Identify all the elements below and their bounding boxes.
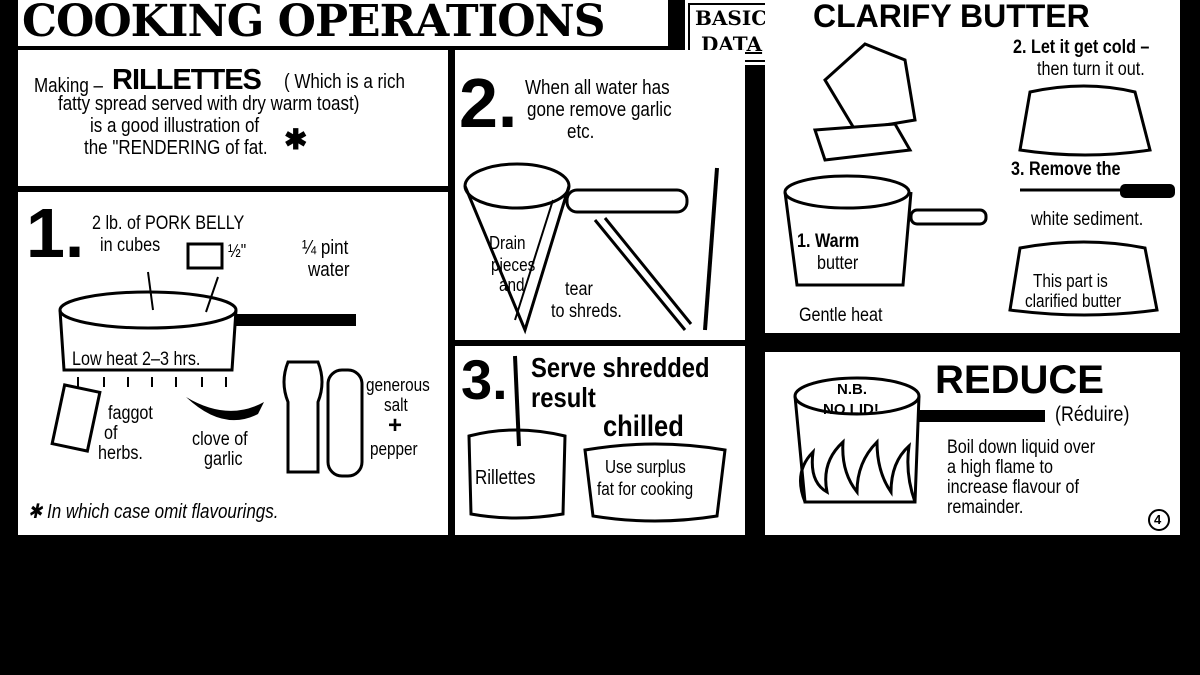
clarify-step2-b: then turn it out. [1037,59,1145,80]
clarified-label-1: This part is [1033,271,1108,291]
nb-label: N.B. [837,381,867,398]
badge-line1: BASIC [695,6,768,30]
garlic-label-2: garlic [204,449,243,470]
surplus-label-1: Use surplus [605,457,686,477]
step3-number: 3. [461,348,508,411]
step2-line2: gone remove garlic [527,99,672,121]
step1-panel: 1. 2 lb. of PORK BELLY in cubes ½" ¼ pin… [18,192,448,535]
salt-label-3: pepper [370,439,418,459]
intro-line4: the "RENDERING of fat. [84,137,268,159]
clarified-label-2: clarified butter [1025,291,1122,311]
step3-line1: Serve shredded [531,352,710,383]
reduce-panel: N.B. NO LID! REDUCE (Réduire) Boil down … [765,352,1180,535]
heat-label: Low heat 2–3 hrs. [72,349,201,370]
drain-label-1: Drain [489,233,526,253]
cubes-label: in cubes [100,235,161,256]
page-number: 4 [1154,512,1162,527]
intro-line1: ( Which is a rich [284,71,405,93]
reduce-french: (Réduire) [1055,403,1130,426]
no-lid-label: NO LID! [823,401,879,418]
clarify-title: CLARIFY BUTTER [813,0,1090,34]
intro-making: Making – [34,75,103,97]
pan-on-flame-illustration [793,376,1170,531]
page-title: COOKING OPERATIONS [22,0,606,47]
butter-illustration [783,42,1175,317]
step1-number: 1. [26,194,85,272]
badge-line2: DATA [701,32,763,56]
tear-label-2: to shreds. [551,301,622,322]
sieve-illustration [463,162,719,335]
step2-number: 2. [459,64,518,142]
faggot-label-2: of [104,423,118,444]
plus-label: + [388,412,403,439]
drain-label-3: and [499,275,525,295]
step2-line3: etc. [567,121,595,143]
garlic-label-1: clove of [192,429,248,450]
intro-panel: Making – RILLETTES ( Which is a rich fat… [18,50,448,186]
drain-label-2: pieces [491,255,536,275]
tear-label-1: tear [565,279,593,300]
asterisk-icon: ✱ [284,124,308,155]
reduce-line1: Boil down liquid over [947,437,1096,458]
salt-label-1: generous [366,375,430,395]
saucepan-illustration [50,242,364,478]
intro-rillettes: RILLETTES [112,64,262,96]
surplus-label-2: fat for cooking [597,479,694,499]
intro-line3: is a good illustration of [90,115,260,137]
pork-label: 2 lb. of PORK BELLY [92,213,245,234]
water-label: water [308,259,350,281]
step3-line3: chilled [603,410,684,443]
cube-size: ½" [228,241,247,261]
step3-panel: 3. Serve shredded result chilled Rillett… [455,346,745,535]
clarify-step1-b: butter [817,253,859,274]
title-strip [18,0,668,46]
water-amount: ¼ pint [302,237,349,259]
salt-label-2: salt [384,395,408,415]
intro-line2: fatty spread served with dry warm toast) [58,93,360,115]
reduce-line4: remainder. [947,497,1024,518]
step3-line2: result [531,382,596,413]
gentle-heat-label: Gentle heat [799,305,883,326]
clarify-step2-a: 2. Let it get cold – [1013,37,1150,58]
reduce-title: REDUCE [935,358,1104,402]
serving-illustration [467,355,727,523]
footnote: ✱ In which case omit flavourings. [28,501,279,523]
clarify-butter-panel: CLARIFY BUTTER 2. Let it get cold – then… [765,0,1180,333]
reduce-line2: a high flame to [947,457,1053,478]
rillettes-jar-label: Rillettes [475,467,536,489]
faggot-label-1: faggot [108,403,153,424]
clarify-step3-a: 3. Remove the [1011,159,1121,180]
clarify-step3-b: white sediment. [1031,209,1144,230]
clarify-step1-a: 1. Warm [797,231,860,252]
step2-panel: 2. When all water has gone remove garlic… [455,50,745,340]
reduce-line3: increase flavour of [947,477,1079,498]
faggot-label-3: herbs. [98,443,143,464]
step2-line1: When all water has [525,77,670,99]
